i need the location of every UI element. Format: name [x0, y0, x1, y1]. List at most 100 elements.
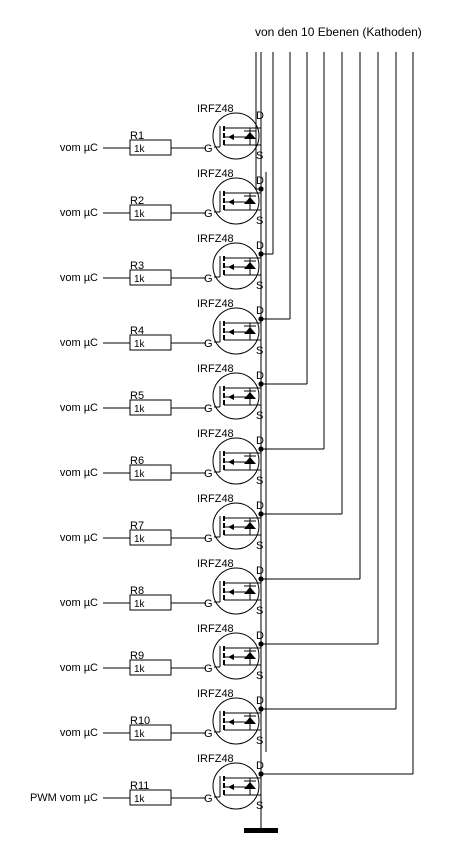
mosfet-label: IRFZ48: [197, 558, 234, 570]
mosfet-body: [212, 762, 260, 810]
gate-pin-label: G: [204, 143, 213, 155]
body-arrow: [228, 459, 234, 465]
gate-pin-label: G: [204, 468, 213, 480]
source-pin-label: S: [256, 735, 263, 747]
drain-pin-label: D: [256, 695, 264, 707]
resistor-label: R8: [130, 585, 144, 597]
mosfet-body: [212, 437, 260, 485]
mosfet-label: IRFZ48: [197, 753, 234, 765]
ground-symbol: [244, 812, 278, 833]
input-label: vom µC: [60, 662, 98, 674]
gate-pin-label: G: [204, 793, 213, 805]
body-arrow: [228, 654, 234, 660]
mosfet-body: [212, 632, 260, 680]
source-pin-label: S: [256, 345, 263, 357]
body-arrow: [228, 524, 234, 530]
input-label: vom µC: [60, 467, 98, 479]
input-label: vom µC: [60, 272, 98, 284]
source-pin-label: S: [256, 605, 263, 617]
mosfet-label: IRFZ48: [197, 688, 234, 700]
resistor-value: 1k: [134, 274, 146, 285]
drain-pin-label: D: [256, 110, 264, 122]
drain-pin-label: D: [256, 500, 264, 512]
diode-triangle: [244, 197, 256, 204]
resistor-label: R10: [130, 715, 150, 727]
resistor-value: 1k: [134, 599, 146, 610]
diagram-title: von den 10 Ebenen (Kathoden): [255, 25, 422, 39]
mosfet-body: [212, 242, 260, 290]
input-label: vom µC: [60, 727, 98, 739]
resistor-value: 1k: [134, 404, 146, 415]
mosfet-label: IRFZ48: [197, 428, 234, 440]
drain-pin-label: D: [256, 370, 264, 382]
source-pin-label: S: [256, 475, 263, 487]
resistor-label: R4: [130, 325, 144, 337]
resistor-value: 1k: [134, 534, 146, 545]
diode-triangle: [244, 522, 256, 529]
body-arrow: [228, 784, 234, 790]
mosfet-body: [212, 502, 260, 550]
mosfet-body: [212, 567, 260, 615]
body-arrow: [228, 329, 234, 335]
mosfet-label: IRFZ48: [197, 168, 234, 180]
resistor-value: 1k: [134, 339, 146, 350]
resistor-label: R1: [130, 130, 144, 142]
diode-triangle: [244, 717, 256, 724]
source-pin-label: S: [256, 150, 263, 162]
mosfet-label: IRFZ48: [197, 298, 234, 310]
body-arrow: [228, 589, 234, 595]
resistor-value: 1k: [134, 209, 146, 220]
gate-pin-label: G: [204, 208, 213, 220]
resistor-label: R7: [130, 520, 144, 532]
mosfet-body: [212, 177, 260, 225]
diode-triangle: [244, 132, 256, 139]
mosfet-label: IRFZ48: [197, 363, 234, 375]
diode-triangle: [244, 457, 256, 464]
mosfet-body: [212, 697, 260, 745]
gate-pin-label: G: [204, 728, 213, 740]
source-pin-label: S: [256, 410, 263, 422]
body-arrow: [228, 719, 234, 725]
source-pin-label: S: [256, 670, 263, 682]
gate-pin-label: G: [204, 533, 213, 545]
diode-triangle: [244, 262, 256, 269]
gate-pin-label: G: [204, 273, 213, 285]
diode-triangle: [244, 327, 256, 334]
body-arrow: [228, 394, 234, 400]
gate-pin-label: G: [204, 338, 213, 350]
input-label: vom µC: [60, 207, 98, 219]
drain-pin-label: D: [256, 175, 264, 187]
input-label: vom µC: [60, 402, 98, 414]
input-label: vom µC: [60, 532, 98, 544]
source-pin-label: S: [256, 215, 263, 227]
diode-triangle: [244, 392, 256, 399]
diode-triangle: [244, 587, 256, 594]
resistor-value: 1k: [134, 794, 146, 805]
source-pin-label: S: [256, 280, 263, 292]
resistor-label: R9: [130, 650, 144, 662]
resistor-label: R3: [130, 260, 144, 272]
wiring: [255, 52, 414, 812]
mosfet-label: IRFZ48: [197, 623, 234, 635]
input-label: PWM vom µC: [30, 792, 98, 804]
body-arrow: [228, 199, 234, 205]
input-label: vom µC: [60, 142, 98, 154]
mosfet-body: [212, 112, 260, 160]
gate-pin-label: G: [204, 598, 213, 610]
drain-pin-label: D: [256, 565, 264, 577]
mosfet-label: IRFZ48: [197, 233, 234, 245]
resistor-label: R11: [130, 780, 149, 792]
drain-pin-label: D: [256, 435, 264, 447]
resistor-value: 1k: [134, 144, 146, 155]
input-label: vom µC: [60, 337, 98, 349]
body-arrow: [228, 264, 234, 270]
mosfet-label: IRFZ48: [197, 493, 234, 505]
drain-pin-label: D: [256, 630, 264, 642]
